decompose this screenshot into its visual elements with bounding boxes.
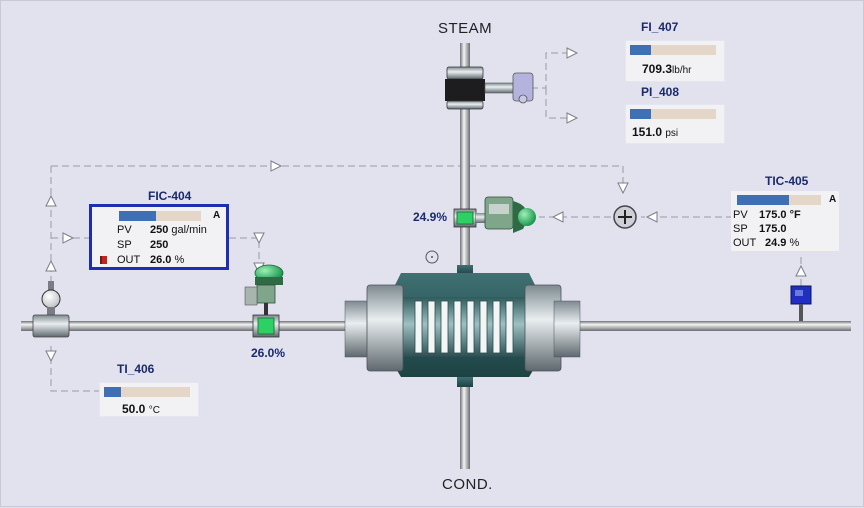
tic-405-mode[interactable]: A	[829, 194, 837, 205]
pi-408-tag: PI_408	[641, 85, 680, 99]
fic-404-level-fill	[119, 211, 156, 221]
steam-inlet-label: STEAM	[438, 20, 493, 37]
tic-405-level-bar	[737, 195, 821, 205]
tic-405-faceplate[interactable]: A PV 175.0 °F SP 175.0 OUT 24.9 %	[731, 191, 839, 251]
tic-405-out-label: OUT	[733, 237, 757, 249]
tic-405-out-row: 24.9 %	[765, 237, 799, 249]
fic-404-tag: FIC-404	[148, 189, 192, 203]
tic-405-sp-label: SP	[733, 223, 748, 235]
steam-flow-meter[interactable]	[443, 65, 535, 111]
fic-404-pv-row: 250 gal/min	[150, 224, 207, 236]
fi-407-level-bar	[630, 45, 716, 55]
steam-flow-meter-icon	[445, 66, 534, 110]
fi-407-value: 709.3	[642, 62, 673, 76]
fic-404-out-value: 26.0	[150, 254, 172, 266]
fic-404-pv-label: PV	[117, 224, 132, 236]
pi-408-unit: psi	[665, 128, 679, 139]
tic-405-pv-unit: °F	[789, 209, 801, 221]
tic-405-pv-label: PV	[733, 209, 748, 221]
heat-exchanger	[344, 265, 581, 387]
ti-406-level-bar	[104, 387, 190, 397]
ti-406-readout[interactable]: 50.0 °C	[99, 382, 199, 417]
fic-404-level-bar	[119, 211, 201, 221]
fic-404-pv-unit: gal/min	[171, 224, 207, 236]
fic-404-out-row: 26.0 %	[150, 254, 184, 266]
temperature-transmitter-icon	[790, 285, 812, 321]
tic-405-pv-value: 175.0	[759, 209, 787, 221]
pi-408-value-row: 151.0 psi	[632, 125, 678, 139]
fic-404-out-unit: %	[174, 254, 185, 266]
fic-404-sp-value[interactable]: 250	[150, 239, 169, 251]
condensate-outlet-label: COND.	[442, 476, 493, 493]
pi-408-level-bar	[630, 109, 716, 119]
ti-406-level-fill	[104, 387, 122, 397]
fic-404-faceplate[interactable]: A PV 250 gal/min SP 250 OUT 26.0 %	[89, 204, 229, 270]
fi-407-tag: FI_407	[641, 20, 679, 34]
thermometer-gauge-icon	[32, 281, 70, 338]
tic-405-tag: TIC-405	[765, 174, 809, 188]
fic-404-mode[interactable]: A	[213, 210, 221, 221]
fic-404-sp-label: SP	[117, 239, 132, 251]
pi-408-readout[interactable]: 151.0 psi	[625, 104, 725, 144]
steam-control-valve[interactable]	[453, 195, 539, 231]
fic-404-pv-value: 250	[150, 224, 169, 236]
steam-control-valve-icon	[453, 196, 536, 233]
ti-406-value: 50.0	[122, 402, 146, 416]
fic-404-out-label: OUT	[117, 254, 141, 266]
pipes	[21, 43, 851, 469]
tic-405-sp-value[interactable]: 175.0	[759, 223, 787, 235]
manual-output-indicator-icon	[100, 256, 107, 264]
summing-junction	[613, 205, 637, 229]
mouse-cursor-icon	[425, 250, 439, 264]
fi-407-unit: lb/hr	[672, 65, 692, 76]
tic-405-out-value: 24.9	[765, 237, 787, 249]
fi-407-readout[interactable]: 709.3lb/hr	[625, 40, 725, 82]
signal-arrows	[45, 47, 807, 363]
flow-control-valve[interactable]	[245, 263, 285, 339]
tic-405-out-unit: %	[789, 237, 800, 249]
ti-406-value-row: 50.0 °C	[122, 402, 160, 416]
fi-407-level-fill	[630, 45, 651, 55]
pi-408-level-fill	[630, 109, 651, 119]
steam-valve-position: 24.9%	[413, 210, 448, 224]
tic-405-pv-row: 175.0 °F	[759, 209, 801, 221]
fi-407-value-row: 709.3lb/hr	[642, 62, 691, 76]
ti-406-tag: TI_406	[117, 362, 155, 376]
pi-408-value: 151.0	[632, 125, 663, 139]
flow-control-valve-icon	[244, 264, 284, 338]
tic-405-level-fill	[737, 195, 790, 205]
flow-valve-position: 26.0%	[251, 346, 286, 360]
ti-406-unit: °C	[148, 405, 160, 416]
